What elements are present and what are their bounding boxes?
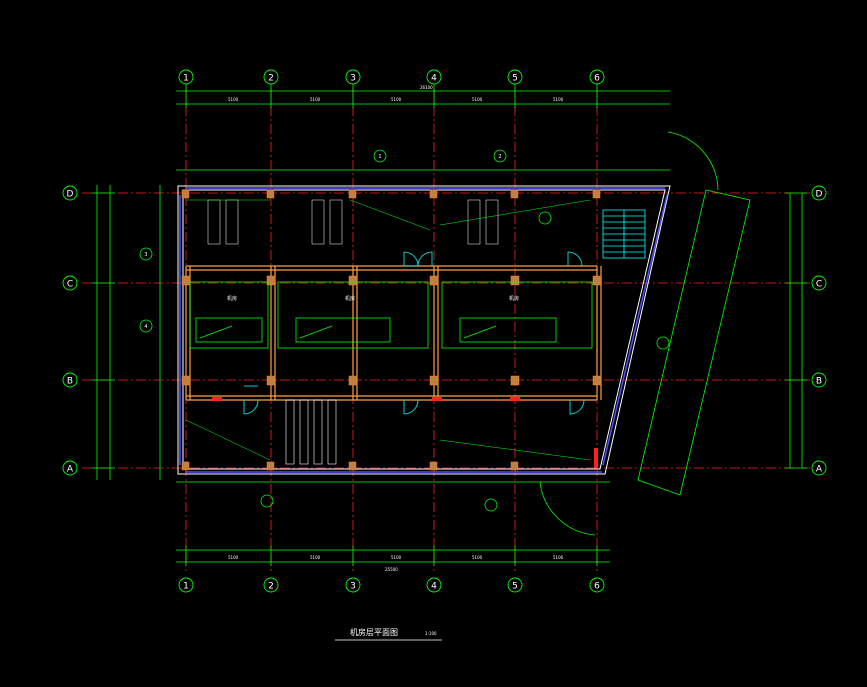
room-labels: 机房 机房 机房 [227, 295, 519, 302]
section-tag-label: 3 [144, 252, 147, 258]
section-tag [139, 247, 153, 261]
axis-label-top-2: 2 [268, 74, 274, 84]
dim-text: 5100 [553, 97, 564, 102]
axis-bubble-bottom-4 [426, 577, 442, 593]
axis-label-bottom-4: 4 [431, 582, 437, 592]
axis-lines [82, 88, 810, 572]
axis-bubble-left-a [62, 460, 78, 476]
section-tag [260, 494, 274, 508]
axis-label-top-6: 6 [594, 74, 600, 84]
axis-bubble-bottom-5 [507, 577, 523, 593]
outer-wall-outline [177, 185, 671, 475]
axis-label-left-b: B [67, 377, 73, 387]
doors [243, 251, 585, 415]
dim-text: 5100 [472, 555, 483, 560]
axis-label-right-c: C [816, 280, 822, 290]
axis-bubble-right-d [811, 185, 827, 201]
axis-bubble-top-5 [507, 69, 523, 85]
axis-label-top-1: 1 [183, 74, 189, 84]
window-strips [179, 187, 668, 473]
dimension-texts: 5100 5100 5100 5100 5100 26100 5100 5100… [228, 85, 564, 572]
dim-text: 5100 [391, 555, 402, 560]
section-tag-label: 4 [144, 324, 147, 330]
axis-label-bottom-5: 5 [512, 582, 518, 592]
axis-label-bottom-6: 6 [594, 582, 600, 592]
dim-text: 26100 [420, 85, 433, 90]
beams [185, 265, 602, 401]
axis-bubble-bottom-1 [178, 577, 194, 593]
room-label: 机房 [227, 295, 237, 302]
section-tag [656, 336, 670, 350]
axis-label-bottom-2: 2 [268, 582, 274, 592]
axis-label-bottom-1: 1 [183, 582, 189, 592]
drawing-scale: 1:100 [425, 631, 437, 636]
exterior-walls [177, 185, 671, 475]
equipment-pads [189, 281, 593, 349]
axis-label-top-4: 4 [431, 74, 437, 84]
axis-bubble-top-4 [426, 69, 442, 85]
axis-label-left-a: A [67, 465, 74, 475]
section-tag-label: 2 [498, 154, 501, 160]
axis-label-top-5: 5 [512, 74, 518, 84]
section-tag [493, 149, 507, 163]
axis-bubble-right-a [811, 460, 827, 476]
axis-bubble-bottom-3 [345, 577, 361, 593]
section-tag-labels: 1 2 3 4 [144, 154, 501, 330]
dim-text: 5100 [310, 555, 321, 560]
section-tag [373, 149, 387, 163]
dim-text: 25500 [385, 567, 398, 572]
accent-blocks [212, 397, 598, 468]
axis-bubble-top-3 [345, 69, 361, 85]
axis-bubble-top-1 [178, 69, 194, 85]
axis-label-left-c: C [67, 280, 73, 290]
axis-label-left-d: D [67, 190, 74, 200]
axis-labels: 1 2 3 4 5 6 1 2 3 4 5 6 D C B A D C B A [67, 74, 823, 592]
axis-label-bottom-3: 3 [350, 582, 356, 592]
axis-bubble-top-6 [589, 69, 605, 85]
axis-label-top-3: 3 [350, 74, 356, 84]
axis-bubble-right-b [811, 372, 827, 388]
axis-label-right-b: B [816, 377, 822, 387]
stair [602, 209, 646, 259]
inner-wall-outline [182, 189, 666, 470]
dimension-lines [92, 84, 807, 566]
drawing-title: 机房层平面图 [350, 627, 398, 637]
lower-equipment [285, 399, 337, 465]
section-tags [139, 149, 670, 512]
dim-text: 5100 [310, 97, 321, 102]
section-tag-label: 1 [378, 154, 381, 160]
axis-label-right-d: D [816, 190, 823, 200]
axis-bubble-top-2 [263, 69, 279, 85]
section-tag [139, 319, 153, 333]
upper-equipment [185, 199, 591, 461]
axis-bubble-left-b [62, 372, 78, 388]
dim-text: 5100 [472, 97, 483, 102]
axis-label-right-a: A [816, 465, 823, 475]
axis-bubble-right-c [811, 275, 827, 291]
axis-bubble-left-d [62, 185, 78, 201]
axis-bubble-bottom-2 [263, 577, 279, 593]
section-tag [484, 498, 498, 512]
dim-text: 5100 [228, 97, 239, 102]
dim-text: 5100 [228, 555, 239, 560]
columns [181, 189, 602, 471]
dim-text: 5100 [553, 555, 564, 560]
axis-bubbles [62, 69, 827, 593]
room-label: 机房 [509, 295, 519, 302]
room-label: 机房 [345, 295, 355, 302]
section-tag [538, 211, 552, 225]
entry-arcs [539, 131, 719, 536]
axis-bubble-left-c [62, 275, 78, 291]
dim-text: 5100 [391, 97, 402, 102]
axis-bubble-bottom-6 [589, 577, 605, 593]
